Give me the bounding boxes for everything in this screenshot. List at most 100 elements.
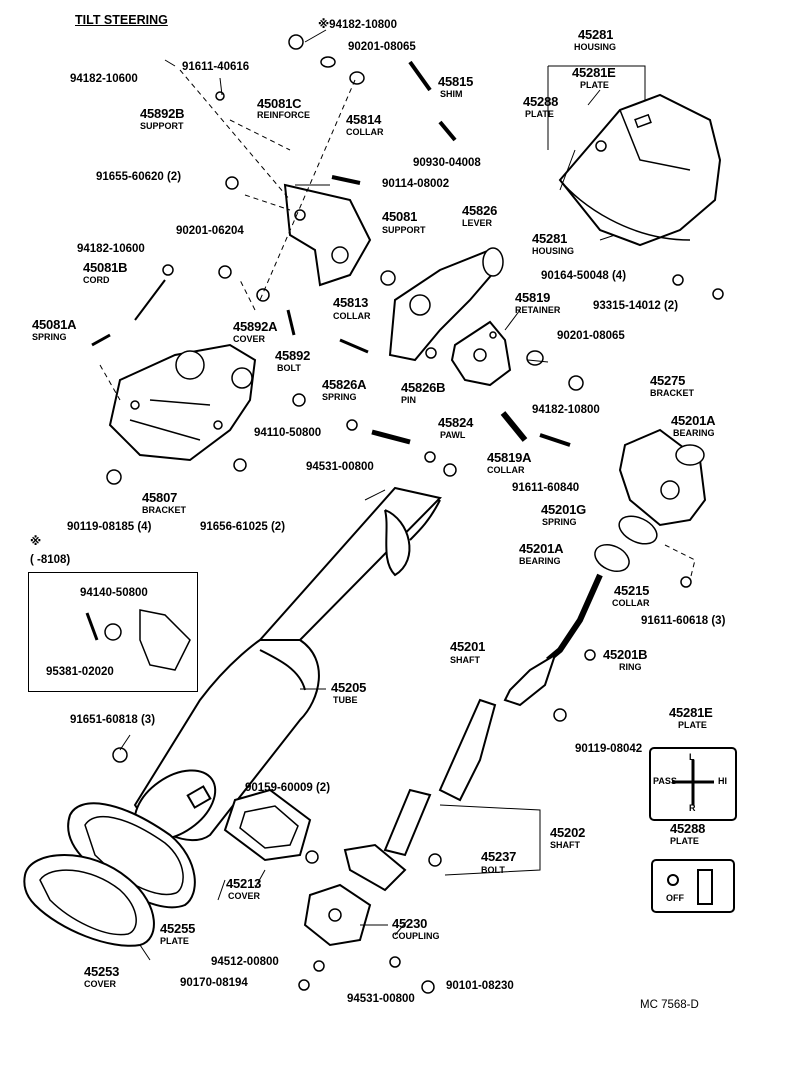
- leader-lines: [119, 29, 646, 961]
- plate-mark-off: OFF: [666, 893, 684, 903]
- part-label-45281e-b: 45281E: [669, 705, 713, 720]
- part-label-91611-60618: 91611-60618 (3): [641, 615, 726, 627]
- part-label-45255: 45255: [160, 921, 196, 936]
- part-desc-45201: SHAFT: [450, 655, 480, 665]
- part-desc-45814: COLLAR: [346, 127, 384, 137]
- part-label-45288-b: 45288: [670, 821, 706, 836]
- part-label-94182-10800-b: 94182-10800: [532, 404, 600, 416]
- part-desc-45213: COVER: [228, 891, 261, 901]
- part-label-45237: 45237: [481, 849, 517, 864]
- part-label-90119-08185: 90119-08185 (4): [67, 521, 152, 533]
- part-label-90119-08042: 90119-08042: [575, 743, 643, 755]
- part-desc-45281e: PLATE: [580, 80, 609, 90]
- part-label-90159-60009: 90159-60009 (2): [245, 782, 331, 794]
- part-label-94531-00800-b: 94531-00800: [347, 993, 415, 1005]
- dashed-lines: [99, 69, 696, 581]
- part-desc-45813: COLLAR: [333, 311, 371, 321]
- plate-mark-hi: HI: [718, 776, 727, 786]
- part-desc-45826b: PIN: [401, 395, 417, 405]
- part-label-45081c: 45081C: [257, 96, 302, 111]
- part-desc-45201a-b: BEARING: [519, 556, 561, 566]
- part-desc-45081a: SPRING: [32, 332, 67, 342]
- plate-mark-r: R: [689, 803, 696, 813]
- part-label-45819a: 45819A: [487, 450, 532, 465]
- part-label-91611-40616: 91611-40616: [182, 61, 250, 73]
- diagram-title: TILT STEERING: [75, 13, 168, 27]
- part-label-45807: 45807: [142, 490, 178, 505]
- part-label-45281: 45281: [578, 27, 614, 42]
- part-desc-45281: HOUSING: [574, 42, 617, 52]
- part-label-45202: 45202: [550, 825, 586, 840]
- part-label-94531-00800: 94531-00800: [306, 461, 374, 473]
- part-desc-45826: LEVER: [462, 218, 493, 228]
- fasteners: [91, 34, 724, 994]
- part-desc-45288-b: PLATE: [670, 836, 699, 846]
- part-label-45081b: 45081B: [83, 260, 128, 275]
- part-desc-45230: COUPLING: [392, 931, 440, 941]
- part-desc-45275: BRACKET: [650, 388, 694, 398]
- bracket-45275: [618, 428, 707, 527]
- part-desc-45201g: SPRING: [542, 517, 577, 527]
- part-label-90930-04008: 90930-04008: [413, 157, 481, 169]
- part-label-90114-08002: 90114-08002: [382, 178, 450, 190]
- retainer-45819: [450, 320, 512, 387]
- part-label-91655-60620: 91655-60620 (2): [96, 171, 182, 183]
- part-label-45826b: 45826B: [401, 380, 446, 395]
- shaft-45201: [503, 573, 603, 707]
- inset-box: [28, 572, 198, 692]
- bracket-45807: [108, 343, 257, 462]
- coupling-45230: [303, 883, 372, 947]
- part-label-45892: 45892: [275, 348, 311, 363]
- part-label-94110-50800: 94110-50800: [254, 427, 322, 439]
- part-desc-45819a: COLLAR: [487, 465, 525, 475]
- part-label-45201g: 45201G: [541, 502, 587, 517]
- shaft-45202: [343, 698, 497, 892]
- part-desc-45081b: CORD: [83, 275, 110, 285]
- plate-45288-detail: [651, 859, 735, 913]
- part-label-45205: 45205: [331, 680, 367, 695]
- cover-45253: [23, 854, 155, 947]
- part-label-45081a: 45081A: [32, 317, 77, 332]
- part-label-45230: 45230: [392, 916, 428, 931]
- part-label-45215: 45215: [614, 583, 650, 598]
- part-label-90101-08230: 90101-08230: [446, 980, 514, 992]
- part-desc-45815: SHIM: [440, 89, 463, 99]
- part-desc-45288: PLATE: [525, 109, 554, 119]
- bearing-45201a: [594, 543, 630, 573]
- part-label-45288: 45288: [523, 94, 559, 109]
- steering-tube: [133, 486, 442, 842]
- part-label-45201a-b: 45201A: [519, 541, 564, 556]
- part-label-45826: 45826: [462, 203, 498, 218]
- part-label-90201-08065: 90201-08065: [348, 41, 416, 53]
- inset-label-94140-50800: 94140-50800: [80, 587, 148, 599]
- part-desc-45215: COLLAR: [612, 598, 650, 608]
- part-desc-45281e-b: PLATE: [678, 720, 707, 730]
- part-label-91656-61025: 91656-61025 (2): [200, 521, 286, 533]
- inset-label-95381-02020: 95381-02020: [46, 666, 114, 678]
- part-label-90170-08194: 90170-08194: [180, 977, 248, 989]
- part-label-90164-50048: 90164-50048 (4): [541, 270, 627, 282]
- part-label-45081: 45081: [382, 209, 418, 224]
- spring-45201g: [618, 515, 658, 545]
- part-label-45201a: 45201A: [671, 413, 716, 428]
- part-label-94182-10800: ※94182-10800: [318, 19, 397, 31]
- part-label-45253: 45253: [84, 964, 120, 979]
- part-label-90201-08065-b: 90201-08065: [557, 330, 625, 342]
- part-desc-45237: BOLT: [481, 865, 505, 875]
- part-desc-45281-b: HOUSING: [532, 246, 575, 256]
- part-desc-45892b: SUPPORT: [140, 121, 184, 131]
- part-desc-45892a: COVER: [233, 334, 266, 344]
- part-desc-45201b: RING: [619, 662, 642, 672]
- part-label-94182-10600-b: 94182-10600: [77, 243, 145, 255]
- part-label-45281e: 45281E: [572, 65, 616, 80]
- lever-45826: [388, 247, 504, 362]
- part-desc-45205: TUBE: [333, 695, 358, 705]
- part-label-45201: 45201: [450, 639, 486, 654]
- part-label-45201b: 45201B: [603, 647, 648, 662]
- part-desc-45202: SHAFT: [550, 840, 580, 850]
- part-label-45815: 45815: [438, 74, 474, 89]
- plate-45281e-detail: [649, 747, 737, 821]
- part-desc-45081: SUPPORT: [382, 225, 426, 235]
